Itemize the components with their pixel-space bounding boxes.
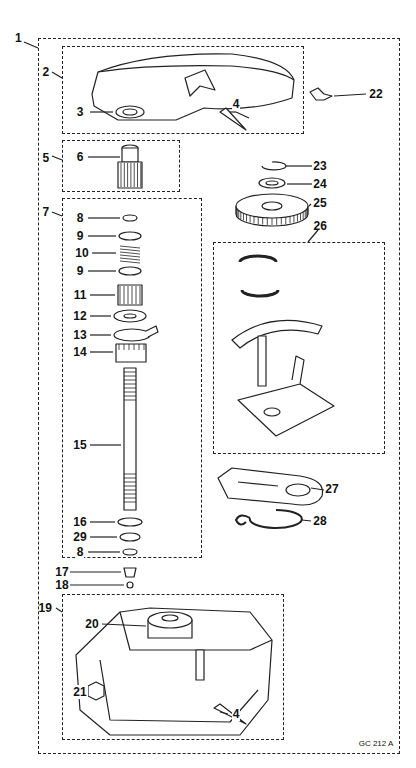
callout-number: 8 (76, 545, 85, 559)
callout-number: 16 (72, 515, 87, 529)
washer (120, 533, 140, 541)
bracket (238, 384, 334, 436)
callout-number: 17 (54, 565, 69, 579)
callout-number: 28 (312, 514, 327, 528)
leader-line (230, 111, 236, 112)
cover-logo (185, 70, 215, 96)
washer (123, 215, 137, 221)
shift-ring (242, 290, 278, 296)
callout-number: 8 (76, 211, 85, 225)
pin (220, 108, 246, 130)
clutch (118, 285, 142, 305)
leader-line (236, 112, 249, 118)
gear (236, 194, 308, 218)
leader-line (52, 72, 62, 78)
dashed-group-box: 5 (62, 140, 180, 192)
pin (214, 704, 246, 724)
callout-number: 5 (43, 151, 50, 165)
dashed-group-box: 26 (213, 242, 385, 454)
gearcase (76, 608, 272, 735)
ring (114, 329, 150, 341)
shift-rod (258, 336, 266, 386)
retaining-ring (262, 162, 286, 170)
shaft (124, 368, 136, 510)
bracket-hole (264, 408, 280, 416)
callout-number: 7 (43, 205, 50, 219)
callout-number: GC 212 A (358, 739, 395, 749)
cam (116, 344, 146, 362)
dashed-group-box: 19 (62, 594, 284, 740)
leader-line (24, 42, 38, 48)
callout-number: 24 (312, 177, 327, 191)
leader-line (102, 624, 146, 626)
callout-number: 23 (312, 159, 327, 173)
callout-number: 9 (76, 229, 85, 243)
seal (116, 106, 144, 118)
washer (123, 549, 137, 555)
washer (119, 232, 141, 240)
callout-number: 13 (72, 328, 87, 342)
callout-number: 15 (72, 438, 87, 452)
leader-line (334, 94, 366, 96)
dashed-group-box: 2 (62, 46, 304, 134)
callout-number: 29 (72, 530, 87, 544)
washer (114, 310, 146, 322)
shift-lever (218, 468, 323, 505)
seal-hole (123, 109, 137, 115)
gearcase-cover (92, 54, 294, 120)
callout-number: 14 (72, 345, 87, 359)
post (196, 650, 204, 680)
gearcase-rim (100, 660, 258, 722)
callout-number: 20 (84, 617, 99, 631)
washer (259, 178, 285, 188)
washer (118, 518, 142, 526)
lever-slot (238, 482, 278, 486)
callout-number: 25 (312, 196, 327, 210)
callout-number: 19 (39, 601, 52, 615)
callout-number: 27 (324, 482, 339, 496)
shift-ring (240, 256, 276, 262)
callout-number: 22 (368, 87, 383, 101)
washer (119, 267, 141, 275)
callout-number: 10 (74, 246, 89, 260)
callout-number: 18 (54, 578, 69, 592)
gearcase-edge (120, 612, 272, 650)
cup (124, 568, 136, 577)
callout-number: 9 (76, 264, 85, 278)
callout-number: 4 (232, 707, 241, 721)
ball (127, 582, 133, 588)
callout-number: 21 (72, 685, 87, 699)
leader-line (88, 156, 120, 157)
leader-line (52, 156, 62, 160)
washer-hole (124, 314, 136, 318)
screw (310, 88, 332, 100)
callout-number: 3 (76, 105, 85, 119)
pinion-gear (118, 162, 142, 188)
bracket-tab (292, 356, 304, 384)
ring-tab (146, 326, 158, 337)
shift-fork (232, 320, 322, 348)
spring (236, 510, 302, 528)
leader-line (220, 712, 228, 714)
leader-line (90, 111, 113, 112)
drum-hole (162, 615, 178, 621)
callout-number: 4 (232, 97, 241, 111)
leader-line (302, 520, 311, 521)
washer-hole (266, 181, 278, 185)
drum-top (148, 612, 192, 628)
gear-hole (262, 202, 282, 210)
callout-number: 6 (76, 150, 85, 164)
callout-number: 2 (43, 65, 50, 79)
callout-number: 26 (314, 219, 327, 233)
callout-number: 1 (15, 31, 22, 45)
leader-line (311, 488, 324, 490)
lever-hole (286, 484, 310, 496)
pinion-hub (122, 148, 138, 162)
callout-number: 12 (72, 309, 87, 323)
nut (88, 682, 104, 700)
leader-line (52, 212, 62, 216)
dashed-group-box: 12571926 (38, 38, 400, 754)
callout-number: 11 (73, 288, 88, 302)
